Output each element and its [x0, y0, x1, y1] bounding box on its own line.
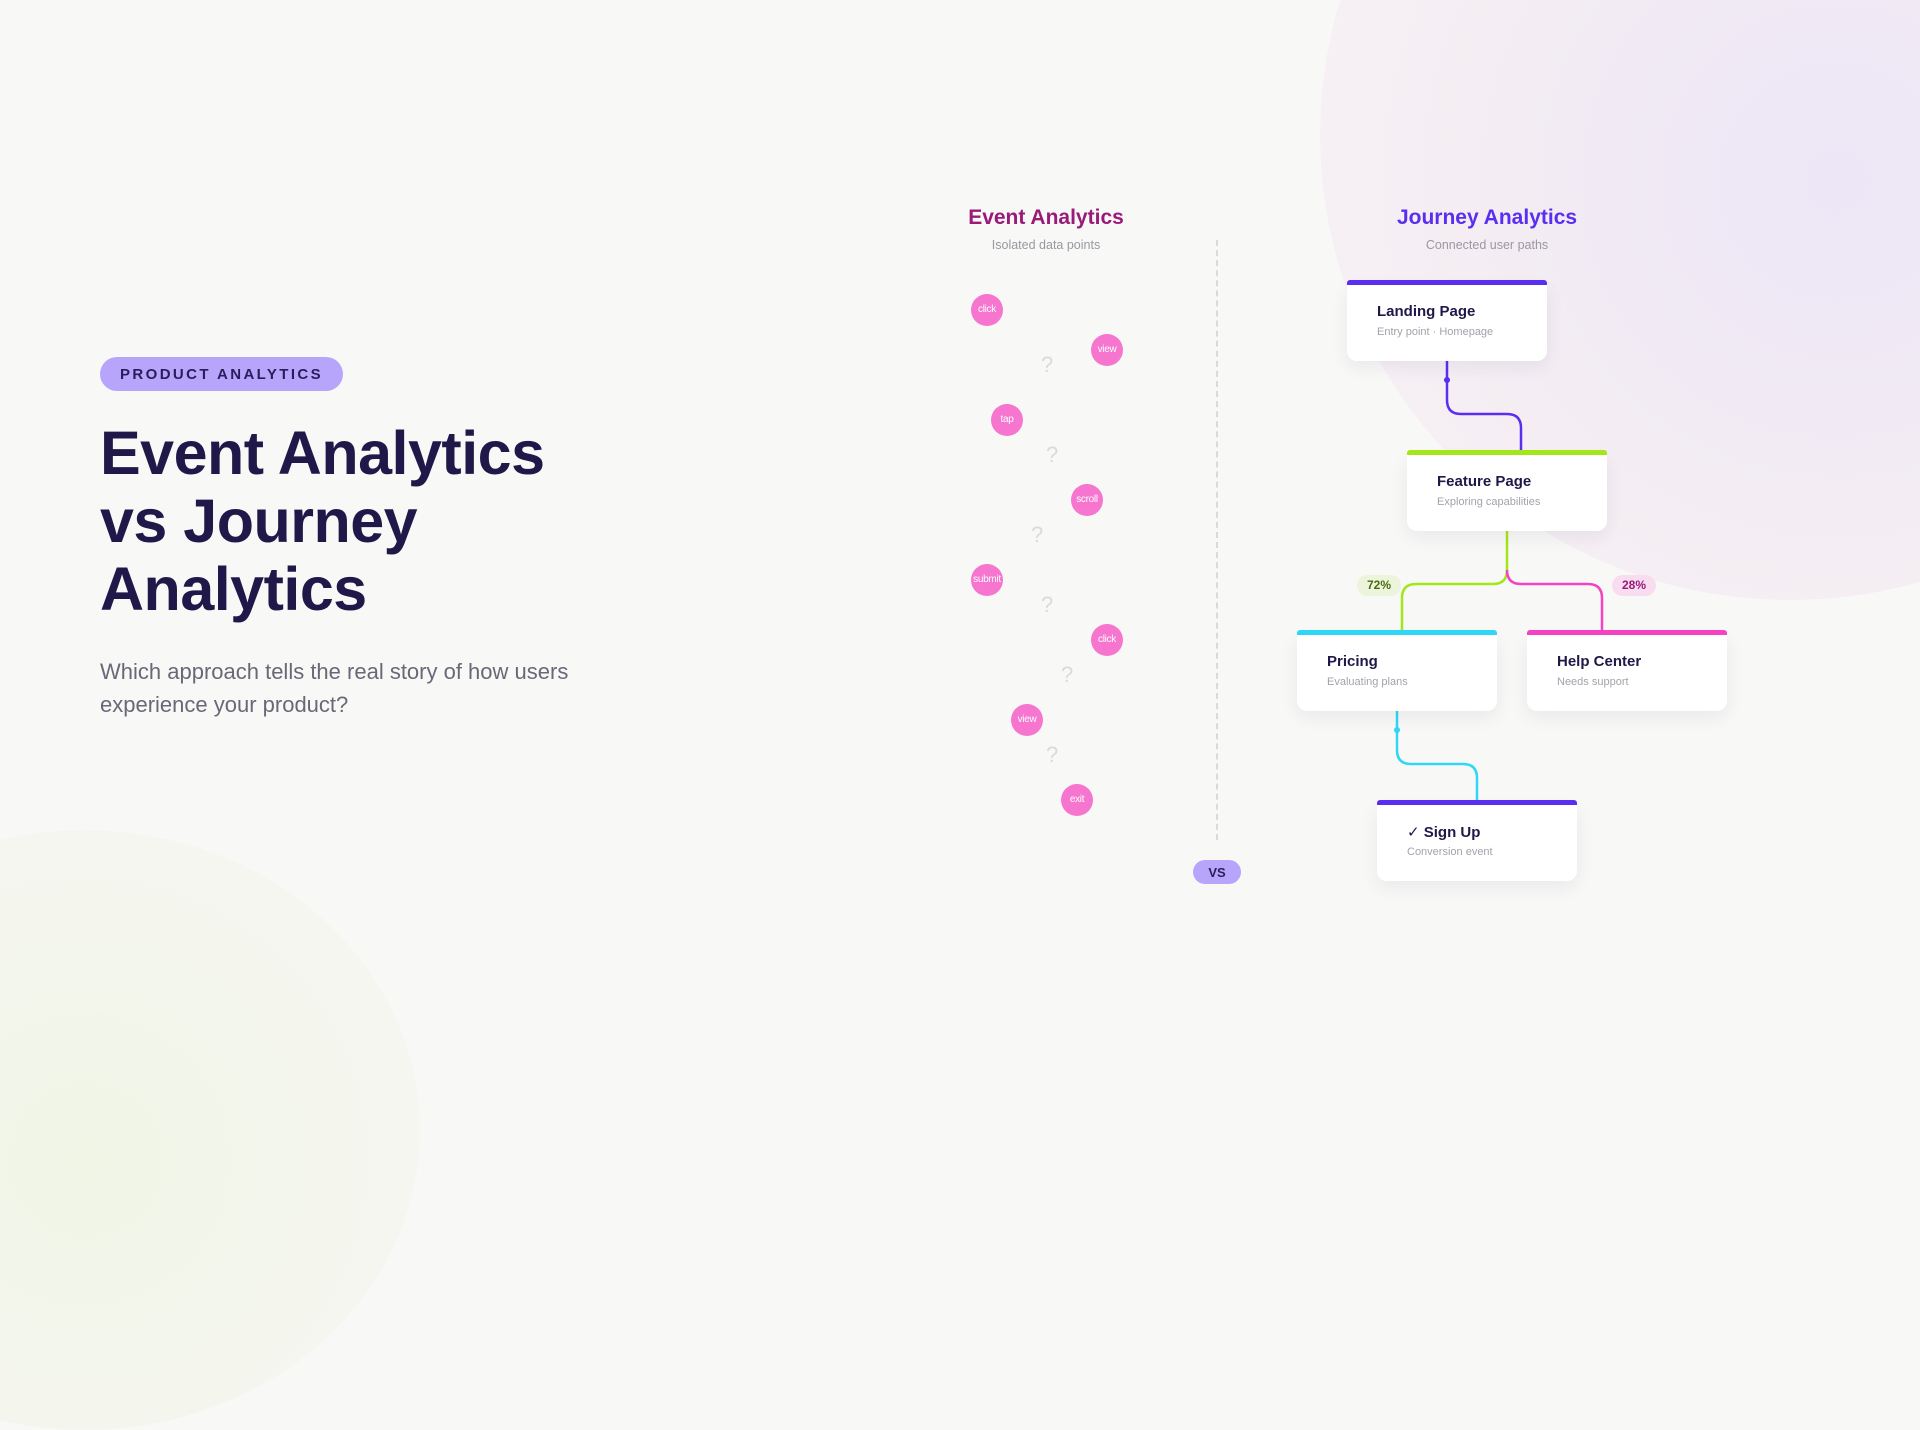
journey-column-title: Journey Analytics [1396, 206, 1578, 229]
event-dot: exit [1061, 784, 1093, 816]
split-percent-pricing: 72% [1357, 575, 1402, 596]
title-line: Event Analytics [100, 419, 545, 487]
node-description: Entry point · Homepage [1377, 326, 1494, 338]
title-line: vs Journey [100, 487, 418, 555]
event-column-subtitle: Isolated data points [991, 238, 1101, 252]
node-description: Conversion event [1407, 846, 1493, 858]
journey-column-subtitle: Connected user paths [1425, 238, 1549, 252]
category-badge: PRODUCT ANALYTICS [100, 357, 344, 391]
node-accent-bar [1377, 800, 1577, 805]
node-title: ✓ Sign Up [1407, 824, 1481, 841]
journey-node-landing-page[interactable]: Landing Page Entry point · Homepage [1347, 280, 1547, 361]
event-column-header: Event Analytics Isolated data points [896, 206, 1196, 252]
node-accent-bar [1407, 450, 1607, 455]
hero-section: PRODUCT ANALYTICS Event Analytics vs Jou… [100, 357, 700, 721]
node-title: Feature Page [1437, 473, 1532, 490]
node-accent-bar [1527, 630, 1727, 635]
page-title: Event Analytics vs Journey Analytics [100, 419, 700, 623]
title-line: Analytics [100, 555, 367, 623]
event-dot: submit [971, 564, 1003, 596]
node-description: Evaluating plans [1327, 676, 1408, 688]
vs-badge: VS [1193, 860, 1241, 884]
event-dot: tap [991, 404, 1023, 436]
journey-column-header: Journey Analytics Connected user paths [1337, 206, 1637, 252]
event-dot: view [1011, 704, 1043, 736]
journey-node-feature-page[interactable]: Feature Page Exploring capabilities [1407, 450, 1607, 531]
event-dot: click [971, 294, 1003, 326]
journey-node-help-center[interactable]: Help Center Needs support [1527, 630, 1727, 711]
node-description: Exploring capabilities [1437, 496, 1541, 508]
journey-node-pricing[interactable]: Pricing Evaluating plans [1297, 630, 1497, 711]
question-mark-icon: ? [1041, 592, 1054, 617]
node-accent-bar [1297, 630, 1497, 635]
journey-connectors [1394, 360, 1604, 800]
node-accent-bar [1347, 280, 1547, 285]
page-subtitle: Which approach tells the real story of h… [100, 659, 569, 717]
question-mark-icon: ? [1046, 442, 1059, 467]
split-percent-help-center: 28% [1612, 575, 1657, 596]
node-description: Needs support [1557, 676, 1629, 688]
node-title: Landing Page [1377, 303, 1476, 320]
event-column-title: Event Analytics [968, 206, 1124, 229]
journey-node-sign-up[interactable]: ✓ Sign Up Conversion event [1377, 800, 1577, 881]
question-mark-icon: ? [1031, 522, 1044, 547]
question-mark-icon: ? [1061, 662, 1074, 687]
node-title: Pricing [1327, 653, 1378, 670]
question-mark-icon: ? [1046, 742, 1059, 767]
event-dot: click [1091, 624, 1123, 656]
event-dot: view [1091, 334, 1123, 366]
event-dot: scroll [1071, 484, 1103, 516]
column-divider [1216, 240, 1218, 840]
question-mark-icon: ? [1041, 352, 1054, 377]
node-title: Help Center [1557, 653, 1642, 670]
